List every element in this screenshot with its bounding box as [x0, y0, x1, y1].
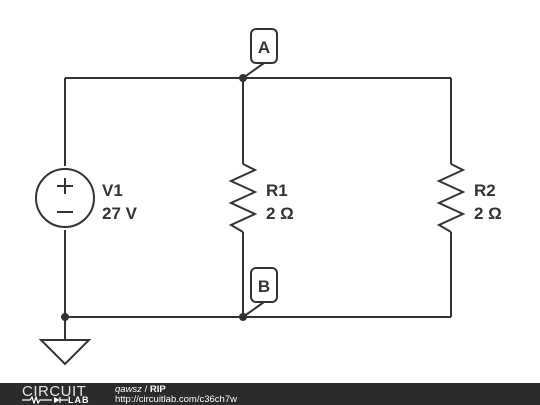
resistor-r2-value: 2 Ω	[474, 204, 502, 223]
node-a-box	[250, 28, 278, 64]
circuit-meta: qawsz / RIP http://circuitlab.com/c36ch7…	[115, 385, 237, 405]
attribution-separator: /	[141, 384, 150, 395]
resistor-r2-zigzag	[436, 163, 466, 233]
circuitlab-logo[interactable]: CIRCUIT LAB	[22, 383, 102, 405]
footer-bar: CIRCUIT LAB qawsz / RIP http://circuitla…	[0, 383, 540, 405]
junction-dot-ground	[61, 313, 69, 321]
logo-text-circuit: CIRCUIT	[22, 383, 87, 400]
node-b-pointer	[242, 301, 265, 318]
node-b-text: B	[258, 277, 270, 296]
node-a-text: A	[258, 38, 270, 57]
node-b-box	[250, 267, 278, 303]
logo-text-lab: LAB	[68, 395, 90, 405]
node-label-a[interactable]: A	[242, 28, 278, 79]
circuit-url[interactable]: http://circuitlab.com/c36ch7w	[115, 394, 237, 405]
author-name[interactable]: qawsz	[115, 384, 142, 395]
resistor-r1[interactable]: R1 2 Ω	[228, 163, 294, 233]
node-a-pointer	[242, 62, 265, 79]
resistor-r2[interactable]: R2 2 Ω	[436, 163, 502, 233]
source-value: 27 V	[102, 204, 138, 223]
circuit-title[interactable]: RIP	[149, 384, 166, 395]
circuit-attribution: qawsz / RIP	[115, 385, 237, 395]
resistor-r1-name: R1	[266, 181, 288, 200]
node-label-b[interactable]: B	[242, 267, 278, 318]
circuit-schematic: V1 27 V R1 2 Ω R2 2 Ω A B	[35, 28, 502, 366]
resistor-r2-name: R2	[474, 181, 496, 200]
plus-sign-icon	[57, 178, 73, 194]
logo-wave-icon	[22, 396, 68, 404]
junction-dots	[61, 74, 247, 321]
resistor-r1-value: 2 Ω	[266, 204, 294, 223]
resistor-r1-zigzag	[228, 163, 258, 233]
source-name: V1	[102, 181, 123, 200]
voltage-source-circle	[35, 168, 95, 228]
wires	[64, 77, 452, 340]
voltage-source-v1[interactable]: V1 27 V	[35, 168, 138, 228]
ground-icon	[38, 339, 92, 366]
